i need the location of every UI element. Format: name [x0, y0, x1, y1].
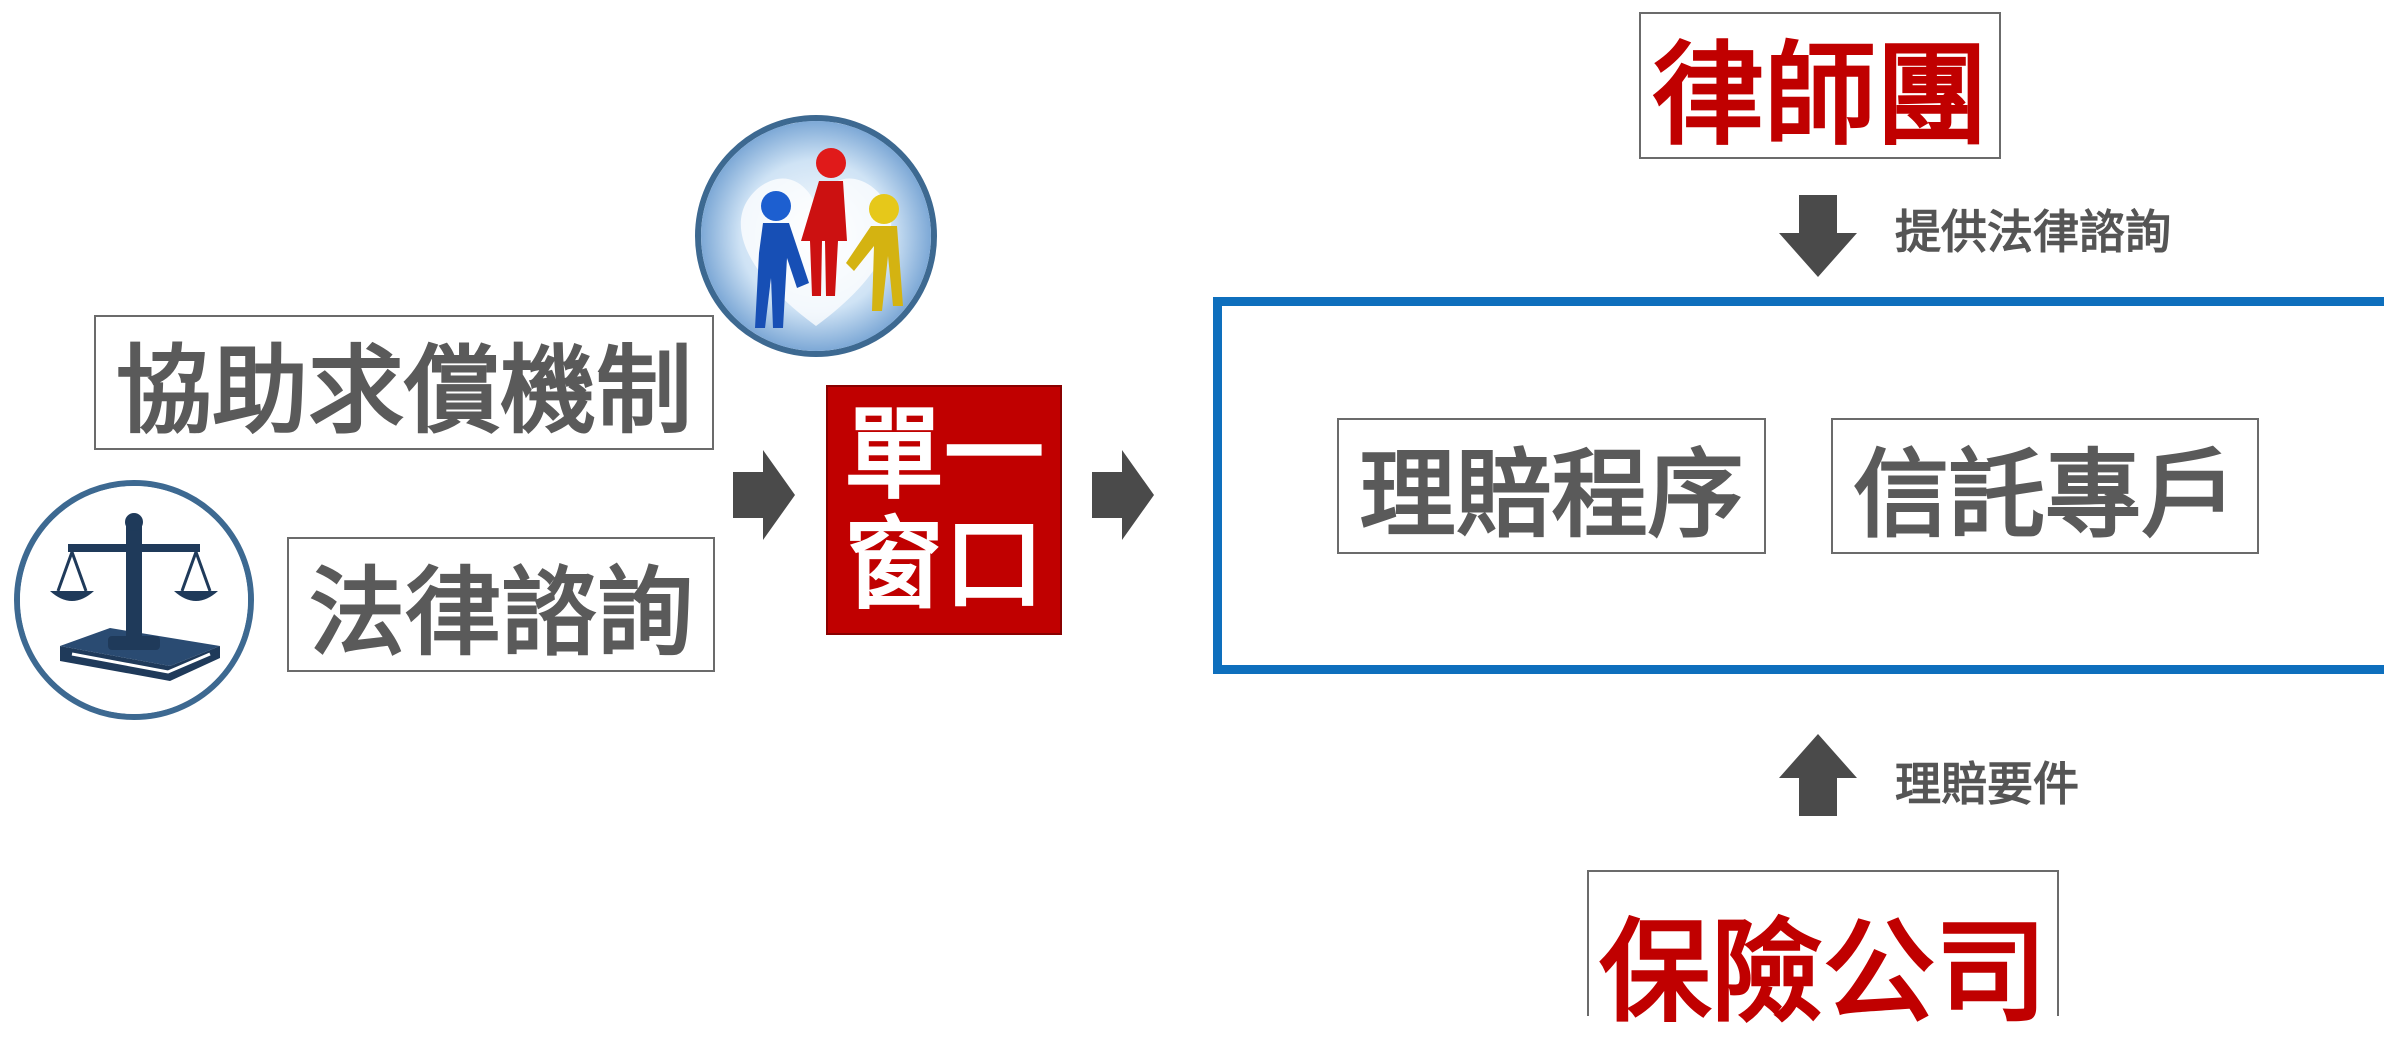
up-arrow-icon [1779, 734, 1857, 816]
lawyers-team-box: 律師團 [1639, 12, 2001, 161]
single-window-line1: 單一 [844, 396, 1044, 513]
single-window-line2: 窗口 [844, 506, 1044, 623]
claim-documents-label: 理賠要件 [1895, 757, 2079, 811]
scales-of-justice-icon [14, 480, 254, 720]
assistance-mechanism-box: 協助求償機制 [94, 315, 714, 450]
provide-legal-label: 提供法律諮詢 [1895, 205, 2171, 259]
legal-consultation-box: 法律諮詢 [287, 537, 715, 672]
down-arrow-icon [1779, 195, 1857, 277]
legal-consultation-label: 法律諮詢 [309, 557, 693, 669]
right-arrow-icon [1092, 450, 1154, 540]
claim-procedure-label: 理賠程序 [1359, 438, 1744, 551]
insurance-company-box: 保險公司 [1587, 870, 2059, 1038]
insurance-company-label: 保險公司 [1599, 908, 2047, 1038]
trust-account-label: 信託專戶 [1853, 438, 2237, 551]
claim-procedure-box: 理賠程序 [1337, 418, 1766, 554]
people-heart-icon [695, 115, 937, 357]
trust-account-box: 信託專戶 [1831, 418, 2259, 554]
assistance-mechanism-label: 協助求償機制 [116, 335, 692, 447]
right-arrow-icon [733, 450, 795, 540]
single-window-block: 單一 窗口 [826, 385, 1062, 635]
lawyers-team-label: 律師團 [1652, 30, 1988, 161]
